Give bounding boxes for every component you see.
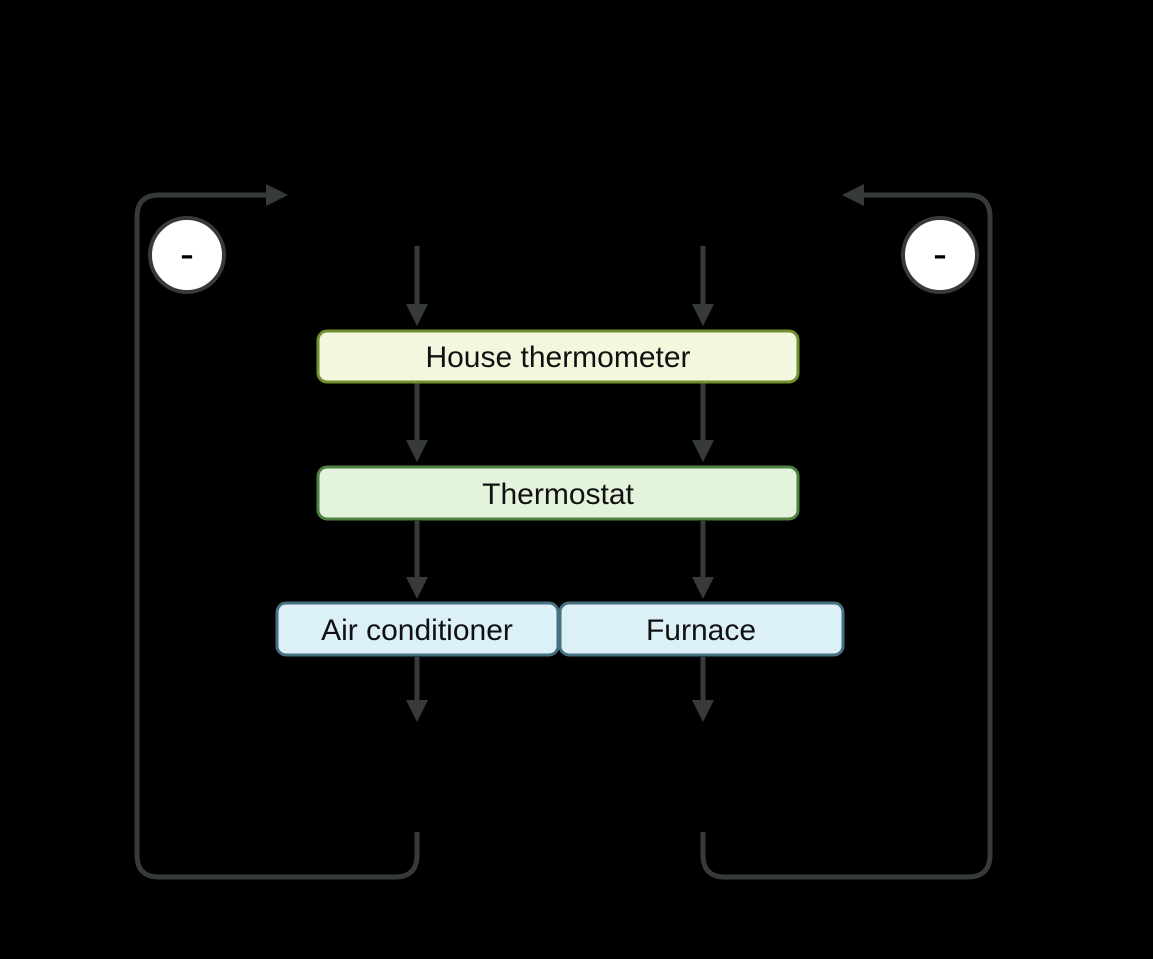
node-furnace: Furnace xyxy=(558,601,845,657)
arrow-right-into-thermometer xyxy=(692,246,714,326)
node-house-thermometer-box xyxy=(316,329,800,384)
arrow-down-icon xyxy=(406,577,428,599)
node-air-conditioner-box xyxy=(275,601,560,657)
feedback-sign-left-circle xyxy=(148,216,226,294)
node-thermostat-box xyxy=(316,465,800,521)
node-house-thermometer: House thermometer xyxy=(316,329,800,384)
node-air-conditioner-label: Air conditioner xyxy=(321,614,513,647)
feedback-sign-right-label: - xyxy=(933,230,947,277)
arrow-right-thermostat-to-furnace xyxy=(692,521,714,599)
feedback-sign-left-label: - xyxy=(180,230,194,277)
feedback-loop-right-arrow-icon xyxy=(842,184,864,206)
arrow-left-thermostat-to-air-conditioner xyxy=(406,521,428,599)
arrow-down-icon xyxy=(692,700,714,722)
arrow-left-into-thermometer xyxy=(406,246,428,326)
feedback-sign-right: - xyxy=(901,216,979,294)
arrow-down-icon xyxy=(692,304,714,326)
arrow-down-icon xyxy=(406,700,428,722)
arrow-down-icon xyxy=(692,440,714,462)
feedback-loop-left xyxy=(134,184,420,880)
node-air-conditioner: Air conditioner xyxy=(275,601,560,657)
node-house-thermometer-label: House thermometer xyxy=(425,341,690,374)
feedback-loop-left-path xyxy=(134,192,420,880)
feedback-loop-right-path xyxy=(700,192,993,880)
arrow-down-icon xyxy=(692,577,714,599)
feedback-loop-right xyxy=(700,184,993,880)
feedback-loop-left-arrow-icon xyxy=(266,184,288,206)
feedback-sign-left: - xyxy=(148,216,226,294)
node-thermostat-label: Thermostat xyxy=(482,478,634,511)
arrow-down-icon xyxy=(406,304,428,326)
arrow-left-thermometer-to-thermostat xyxy=(406,383,428,462)
arrow-down-icon xyxy=(406,440,428,462)
feedback-sign-right-circle xyxy=(901,216,979,294)
arrow-right-thermometer-to-thermostat xyxy=(692,383,714,462)
node-thermostat: Thermostat xyxy=(316,465,800,521)
node-furnace-box xyxy=(558,601,845,657)
arrow-right-out-of-furnace xyxy=(692,657,714,722)
arrow-left-out-of-air-conditioner xyxy=(406,657,428,722)
node-furnace-label: Furnace xyxy=(646,614,756,647)
